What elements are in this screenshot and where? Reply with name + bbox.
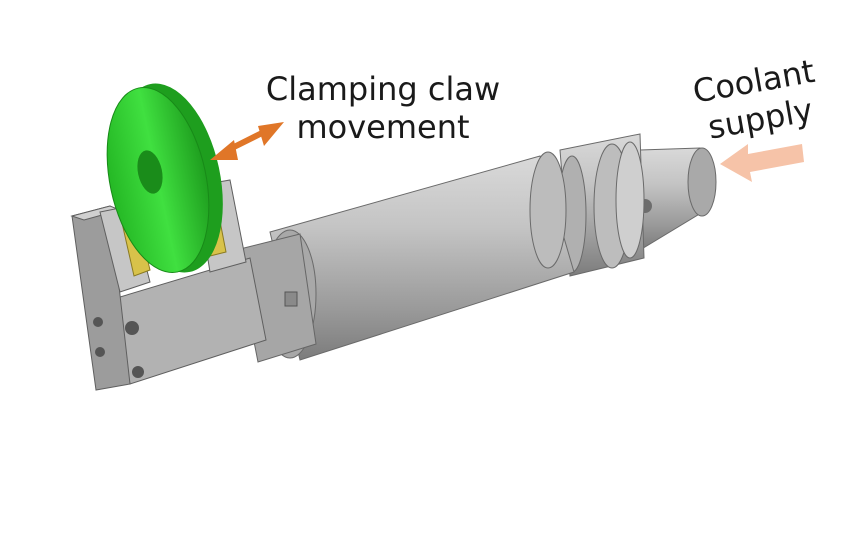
clamp-movement-arrow-icon <box>210 122 284 160</box>
tool-flange <box>557 133 645 277</box>
screw-icon <box>95 347 105 357</box>
screw-icon <box>125 321 139 335</box>
tool-shank <box>638 147 717 251</box>
coolant-arrow-icon <box>720 144 804 182</box>
clamping-label-line1: Clamping claw <box>265 70 501 108</box>
grinding-wheel <box>106 83 223 273</box>
clamping-label-line2: movement <box>296 108 470 146</box>
gripper-housing <box>70 205 267 391</box>
screw-icon <box>93 317 103 327</box>
screw-icon <box>132 366 144 378</box>
clamping-claw-label: Clamping claw movement <box>248 70 518 146</box>
